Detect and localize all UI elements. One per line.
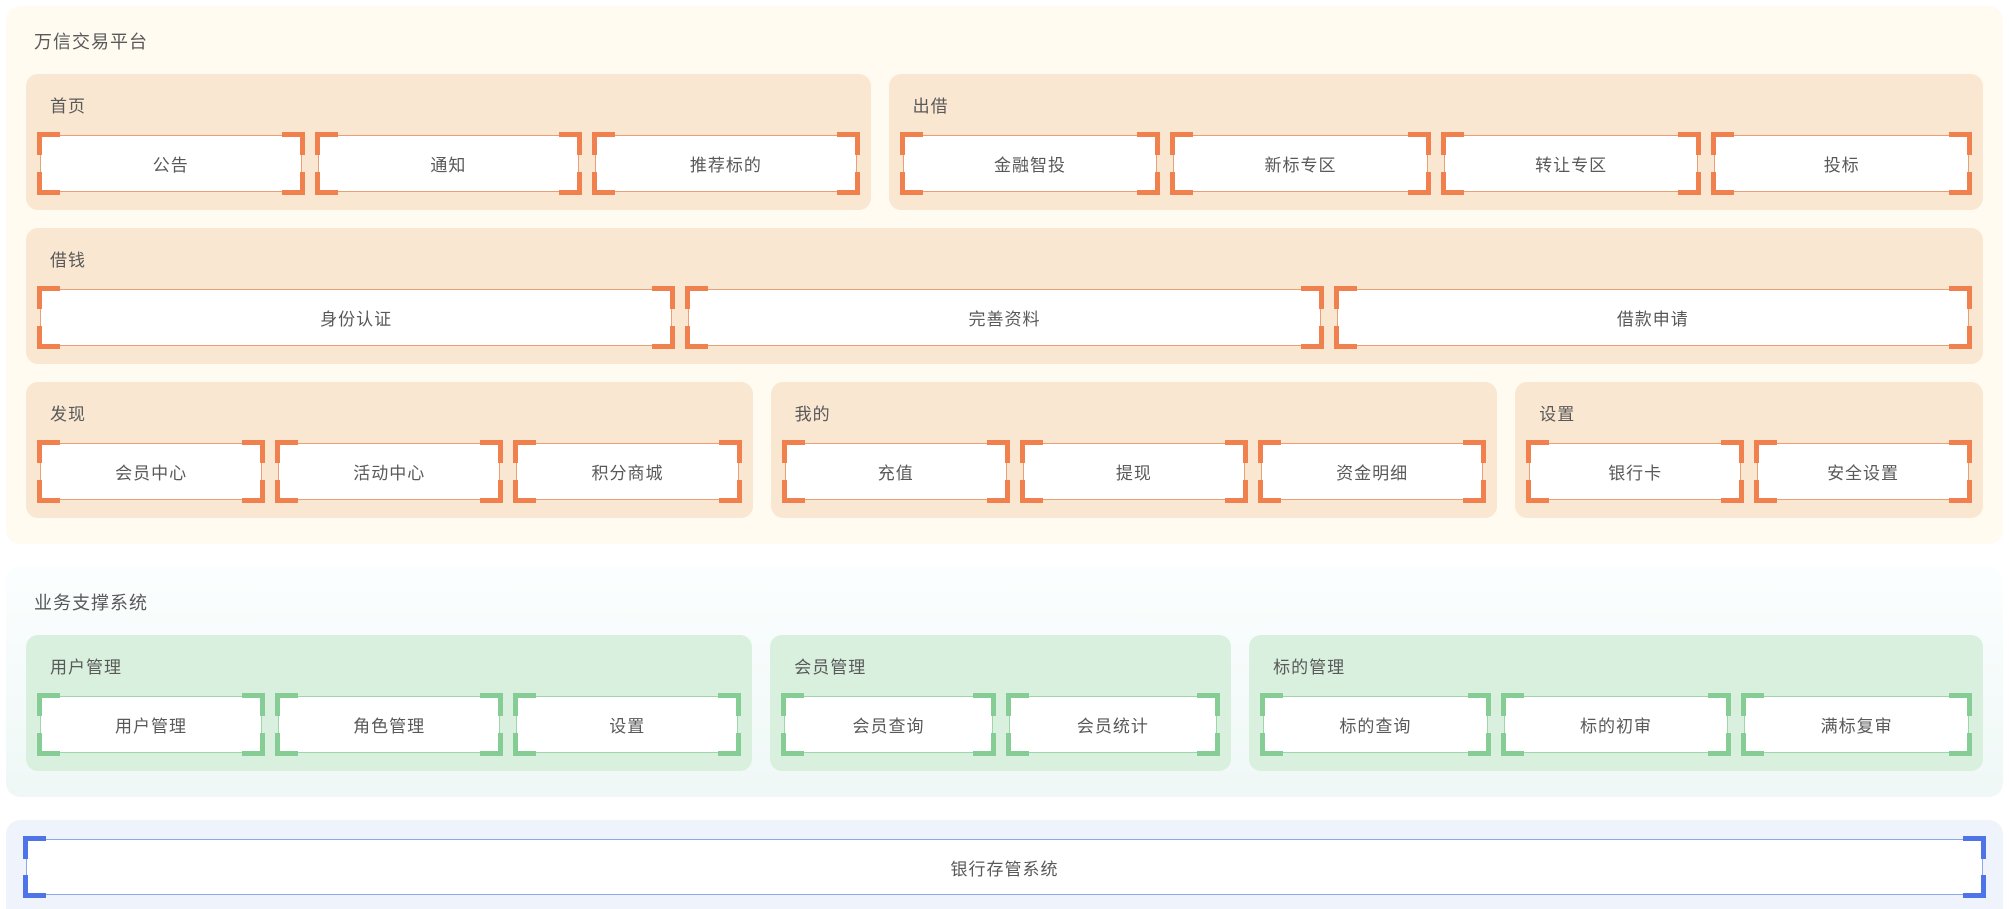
panel-settings: 设置 银行卡 安全设置 (1515, 382, 1983, 518)
node-label: 活动中心 (353, 464, 426, 483)
panel-discover-items: 会员中心 活动中心 积分商城 (36, 440, 742, 500)
node-bid-first-review[interactable]: 标的初审 (1500, 693, 1731, 753)
node-user-management[interactable]: 用户管理 (36, 693, 266, 753)
trade-row-1: 首页 公告 通知 推荐标的 出借 金融智投 新标专区 转让专区 投标 (26, 74, 1983, 210)
node-member-center[interactable]: 会员中心 (36, 440, 266, 500)
panel-bid-management: 标的管理 标的查询 标的初审 满标复审 (1249, 635, 1983, 771)
node-full-bid-review[interactable]: 满标复审 (1741, 693, 1972, 753)
node-label: 会员中心 (115, 464, 188, 483)
node-label: 投标 (1823, 156, 1860, 175)
node-admin-settings[interactable]: 设置 (513, 693, 742, 753)
panel-borrow-title: 借钱 (50, 251, 86, 270)
panel-discover-title: 发现 (50, 405, 86, 424)
node-recommended-bids[interactable]: 推荐标的 (592, 132, 860, 192)
node-label: 充值 (877, 464, 914, 483)
node-label: 转让专区 (1535, 156, 1608, 175)
node-label: 推荐标的 (689, 156, 762, 175)
node-label: 会员统计 (1076, 717, 1149, 736)
node-smart-invest[interactable]: 金融智投 (899, 132, 1160, 192)
node-label: 完善资料 (968, 310, 1041, 329)
node-label: 标的初审 (1580, 717, 1653, 736)
panel-home-items: 公告 通知 推荐标的 (37, 132, 860, 192)
panel-lend-items: 金融智投 新标专区 转让专区 投标 (899, 132, 1972, 192)
node-label: 通知 (430, 156, 467, 175)
node-label: 设置 (609, 717, 646, 736)
node-withdraw[interactable]: 提现 (1019, 440, 1249, 500)
node-notification[interactable]: 通知 (314, 132, 582, 192)
node-label: 角色管理 (353, 717, 426, 736)
node-label: 公告 (152, 156, 189, 175)
panel-borrow-items: 身份认证 完善资料 借款申请 (36, 286, 1973, 346)
node-member-query[interactable]: 会员查询 (781, 693, 997, 753)
panel-user-management-items: 用户管理 角色管理 设置 (36, 693, 742, 753)
panel-bid-management-title: 标的管理 (1273, 658, 1346, 677)
node-announcement[interactable]: 公告 (37, 132, 305, 192)
node-label: 银行卡 (1608, 464, 1663, 483)
node-label: 资金明细 (1336, 464, 1409, 483)
node-label: 新标专区 (1264, 156, 1337, 175)
node-bank-depository-system[interactable]: 银行存管系统 (23, 836, 1986, 895)
trade-row-3: 发现 会员中心 活动中心 积分商城 我的 充值 提现 资金明细 设置 银行卡 安… (26, 382, 1983, 518)
node-member-statistics[interactable]: 会员统计 (1005, 693, 1221, 753)
node-bank-card[interactable]: 银行卡 (1526, 440, 1744, 500)
node-recharge[interactable]: 充值 (781, 440, 1011, 500)
panel-settings-title: 设置 (1539, 405, 1576, 424)
node-label: 提现 (1115, 464, 1152, 483)
node-label: 银行存管系统 (950, 859, 1059, 879)
panel-borrow: 借钱 身份认证 完善资料 借款申请 (26, 228, 1983, 364)
node-identity-auth[interactable]: 身份认证 (36, 286, 676, 346)
support-row: 用户管理 用户管理 角色管理 设置 会员管理 会员查询 会员统计 标的管理 标的… (26, 635, 1983, 771)
panel-mine: 我的 充值 提现 资金明细 (770, 382, 1498, 518)
trade-row-2: 借钱 身份认证 完善资料 借款申请 (26, 228, 1983, 364)
trade-platform-title: 万信交易平台 (34, 32, 148, 52)
node-label: 积分商城 (591, 464, 664, 483)
panel-lend: 出借 金融智投 新标专区 转让专区 投标 (888, 74, 1983, 210)
panel-user-management: 用户管理 用户管理 角色管理 设置 (26, 635, 753, 771)
panel-bid-management-items: 标的查询 标的初审 满标复审 (1260, 693, 1972, 753)
panel-mine-items: 充值 提现 资金明细 (781, 440, 1487, 500)
node-label: 标的查询 (1339, 717, 1412, 736)
support-system-section: 业务支撑系统 用户管理 用户管理 角色管理 设置 会员管理 会员查询 会员统计 … (6, 567, 2003, 797)
bank-depository-section: 银行存管系统 (6, 820, 2003, 909)
panel-mine-title: 我的 (794, 405, 831, 424)
panel-user-management-title: 用户管理 (50, 658, 122, 677)
support-system-title: 业务支撑系统 (34, 593, 148, 613)
node-label: 用户管理 (115, 717, 188, 736)
panel-member-management: 会员管理 会员查询 会员统计 (770, 635, 1232, 771)
trade-platform-section: 万信交易平台 首页 公告 通知 推荐标的 出借 金融智投 新标专区 转让专区 投… (6, 6, 2003, 544)
node-label: 身份认证 (320, 310, 393, 329)
node-activity-center[interactable]: 活动中心 (275, 440, 504, 500)
node-transfer-zone[interactable]: 转让专区 (1440, 132, 1701, 192)
node-label: 满标复审 (1820, 717, 1893, 736)
node-complete-profile[interactable]: 完善资料 (685, 286, 1324, 346)
node-bid-query[interactable]: 标的查询 (1260, 693, 1491, 753)
panel-home: 首页 公告 通知 推荐标的 (26, 74, 871, 210)
node-fund-details[interactable]: 资金明细 (1258, 440, 1487, 500)
node-bidding[interactable]: 投标 (1711, 132, 1972, 192)
panel-discover: 发现 会员中心 活动中心 积分商城 (26, 382, 753, 518)
node-label: 借款申请 (1616, 310, 1689, 329)
node-security-settings[interactable]: 安全设置 (1754, 440, 1972, 500)
node-label: 安全设置 (1827, 464, 1900, 483)
node-new-bid-zone[interactable]: 新标专区 (1170, 132, 1431, 192)
node-loan-application[interactable]: 借款申请 (1333, 286, 1973, 346)
node-label: 金融智投 (993, 156, 1066, 175)
panel-lend-title: 出借 (912, 97, 949, 116)
panel-member-management-title: 会员管理 (794, 658, 867, 677)
node-points-mall[interactable]: 积分商城 (513, 440, 742, 500)
panel-home-title: 首页 (50, 97, 86, 116)
node-label: 会员查询 (852, 717, 925, 736)
panel-member-management-items: 会员查询 会员统计 (781, 693, 1221, 753)
node-role-management[interactable]: 角色管理 (275, 693, 504, 753)
panel-settings-items: 银行卡 安全设置 (1526, 440, 1972, 500)
